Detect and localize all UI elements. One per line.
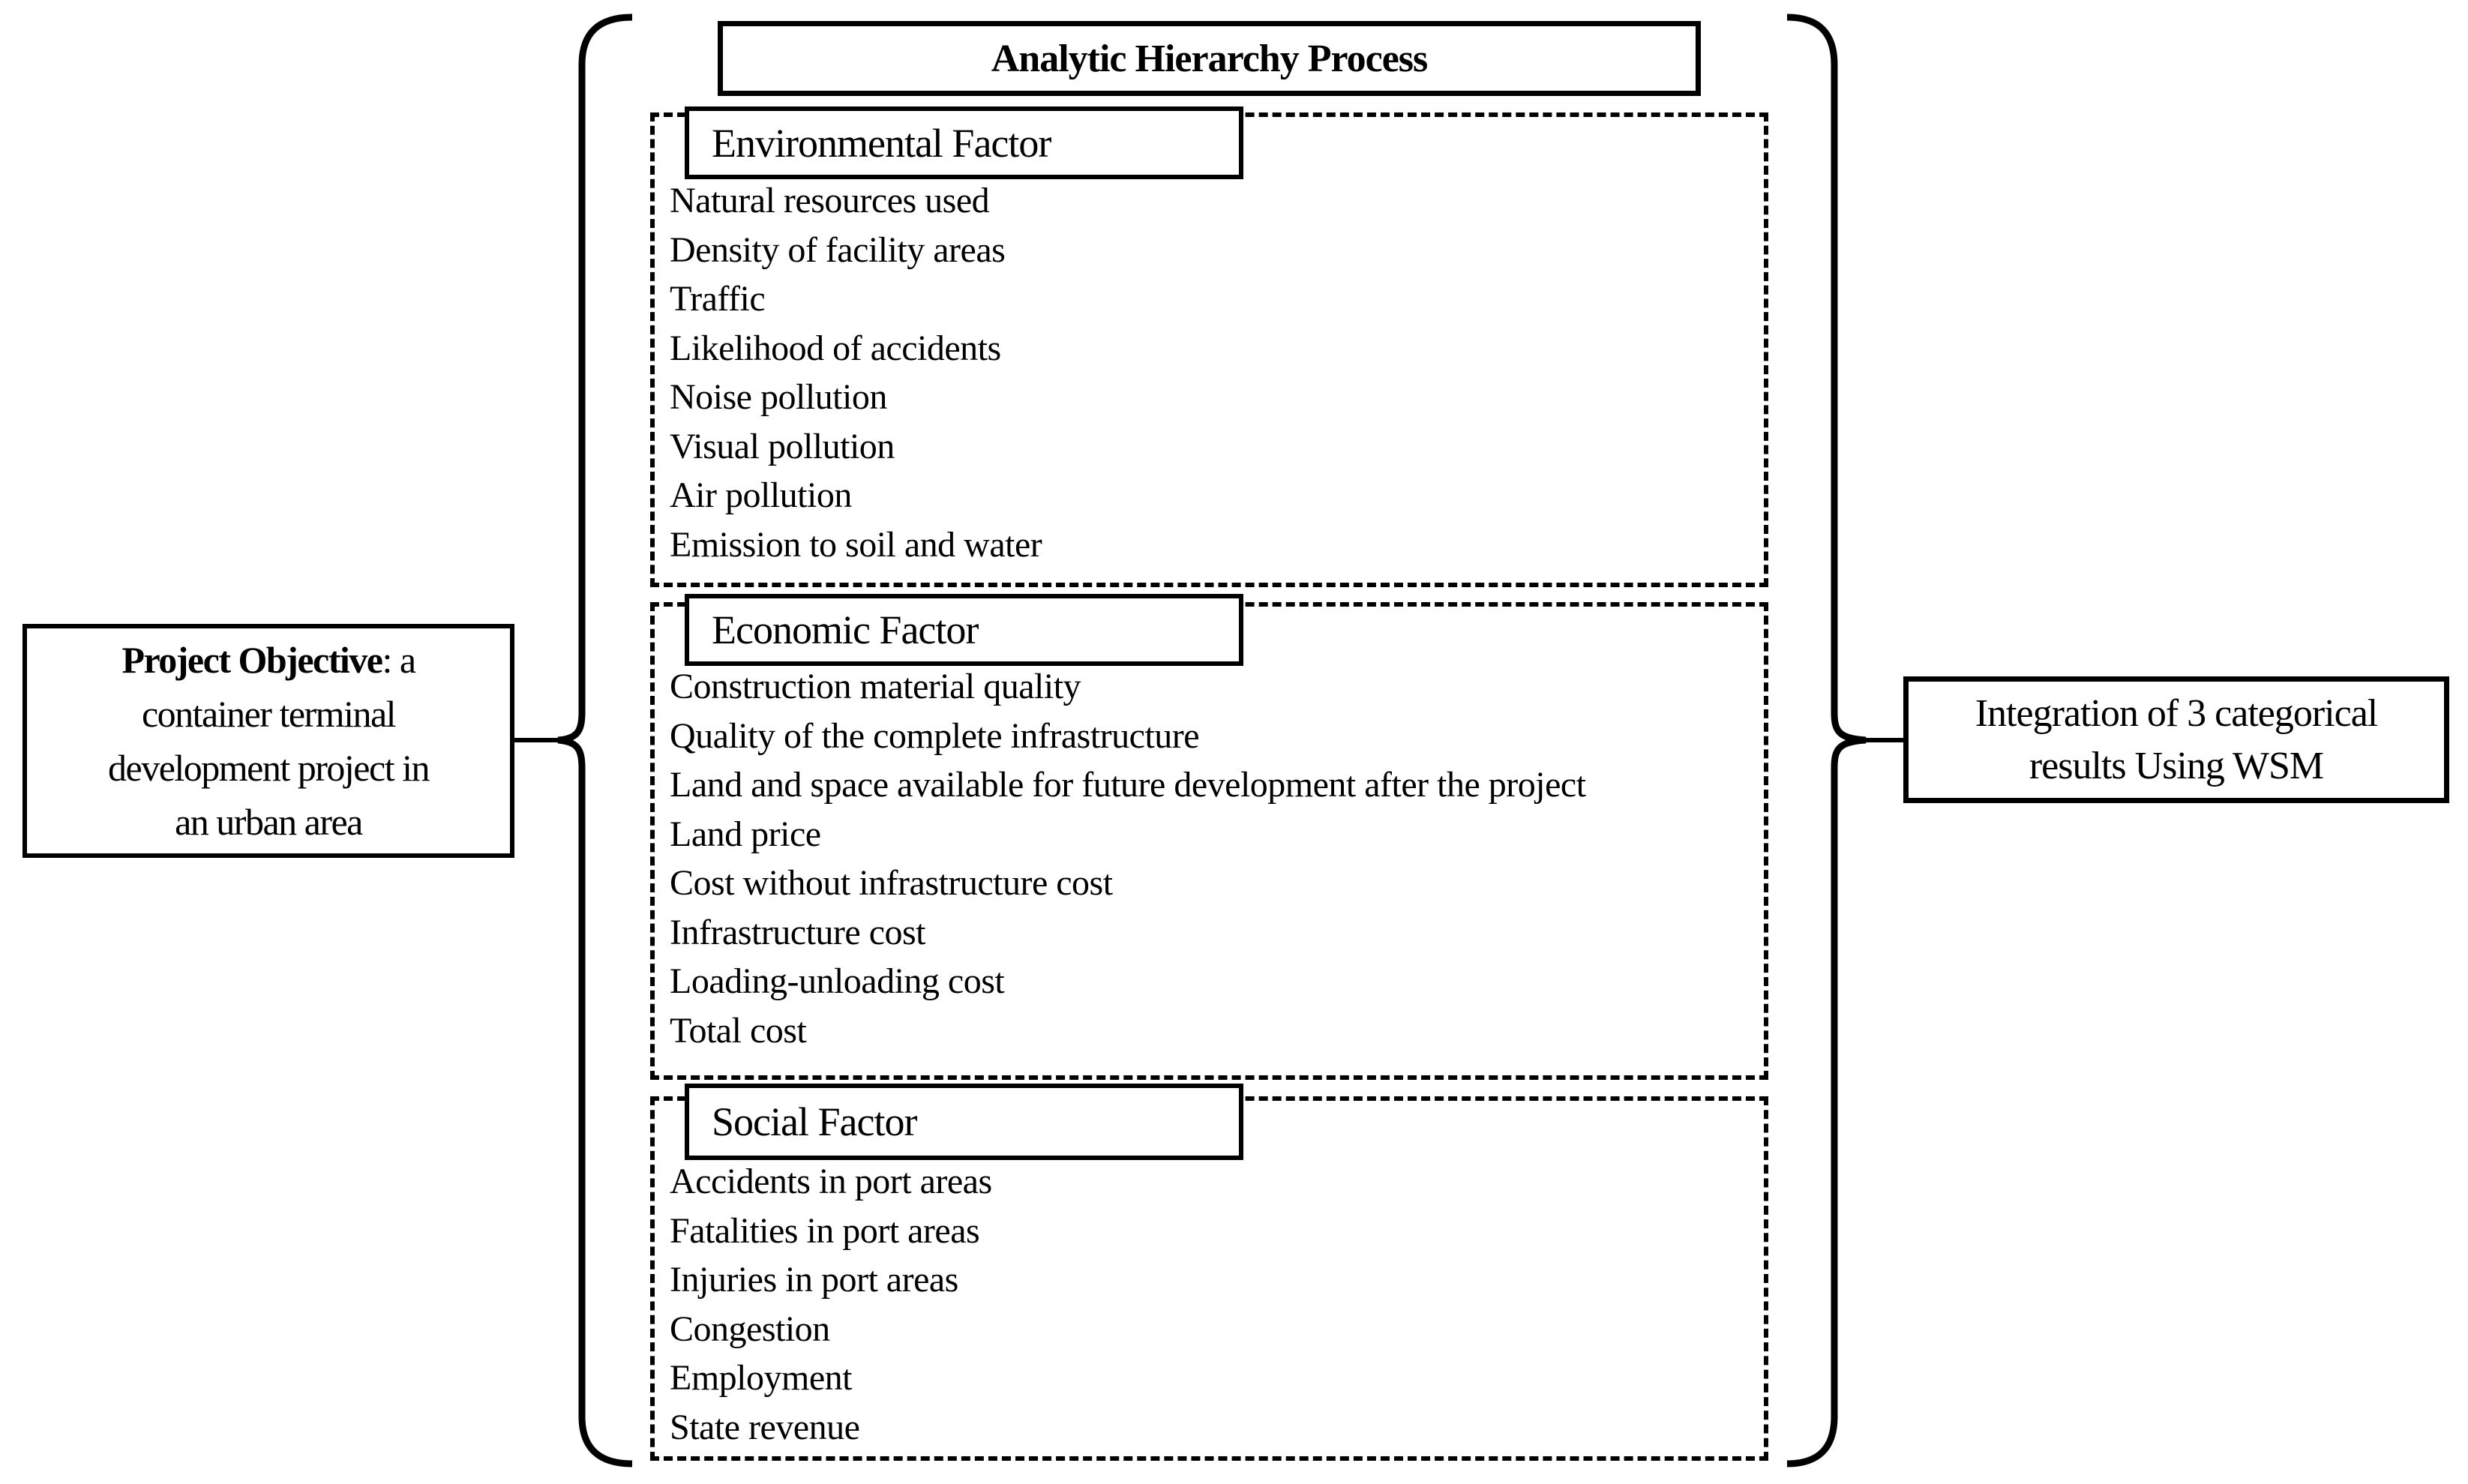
list-item: Quality of the complete infrastructure — [670, 715, 1200, 756]
list-item: Loading-unloading cost — [670, 961, 1005, 1001]
list-item: Land price — [670, 814, 821, 854]
objective-line-2: container terminal — [141, 693, 397, 735]
environmental-factor-label: Environmental Factor — [712, 120, 1051, 166]
right-brace — [1786, 13, 1867, 1468]
list-item: Visual pollution — [670, 426, 895, 466]
left-brace — [557, 13, 633, 1468]
objective-line-1: Project Objective: a — [121, 633, 416, 687]
economic-factor-label: Economic Factor — [712, 607, 979, 652]
economic-factor-header: Economic Factor — [685, 594, 1243, 666]
list-item: Accidents in port areas — [670, 1162, 992, 1201]
environmental-factor-header: Environmental Factor — [685, 106, 1243, 179]
integration-line-1: Integration of 3 categorical — [1975, 691, 2379, 735]
list-item: Likelihood of accidents — [670, 328, 1001, 368]
environmental-factor-items: Natural resources used Density of facili… — [670, 176, 1042, 569]
list-item: Air pollution — [670, 475, 852, 515]
objective-title: Project Objective — [121, 639, 383, 681]
list-item: Injuries in port areas — [670, 1260, 958, 1300]
project-objective-box: Project Objective: a container terminal … — [22, 624, 514, 858]
ahp-title: Analytic Hierarchy Process — [991, 37, 1428, 80]
objective-title-rest: : a — [382, 639, 416, 681]
list-item: Land and space available for future deve… — [670, 765, 1586, 805]
social-factor-label: Social Factor — [712, 1099, 917, 1144]
list-item: Infrastructure cost — [670, 912, 926, 952]
social-factor-header: Social Factor — [685, 1084, 1243, 1160]
objective-line-4: an urban area — [175, 801, 363, 843]
list-item: Congestion — [670, 1309, 830, 1349]
list-item: State revenue — [670, 1407, 860, 1447]
objective-line-3: development project in — [108, 747, 430, 789]
list-item: Cost without infrastructure cost — [670, 863, 1113, 903]
list-item: Emission to soil and water — [670, 524, 1042, 565]
list-item: Fatalities in port areas — [670, 1210, 980, 1251]
integration-line-2: results Using WSM — [2029, 744, 2324, 787]
list-item: Employment — [670, 1358, 852, 1398]
list-item: Total cost — [670, 1010, 807, 1051]
list-item: Density of facility areas — [670, 229, 1006, 270]
ahp-title-box: Analytic Hierarchy Process — [718, 21, 1701, 96]
list-item: Natural resources used — [670, 181, 990, 220]
list-item: Traffic — [670, 279, 766, 319]
social-factor-items: Accidents in port areas Fatalities in po… — [670, 1157, 992, 1452]
integration-box: Integration of 3 categorical results Usi… — [1903, 676, 2449, 803]
economic-factor-items: Construction material quality Quality of… — [670, 662, 1586, 1055]
list-item: Noise pollution — [670, 377, 887, 417]
list-item: Construction material quality — [670, 667, 1081, 706]
